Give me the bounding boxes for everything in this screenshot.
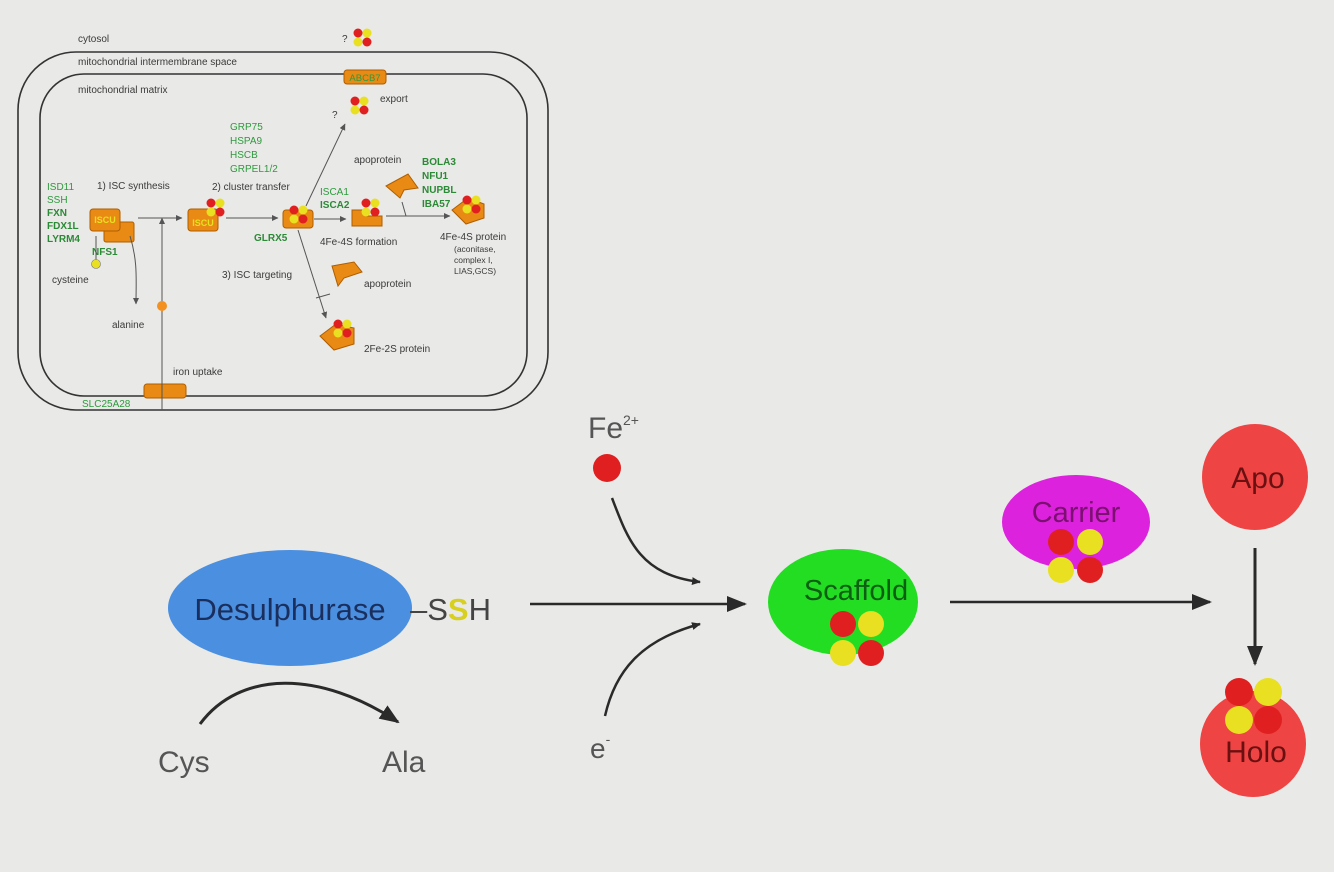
chaperone-hscb: HSCB <box>230 150 258 161</box>
electron-label: e- <box>590 731 611 764</box>
alanine-arrow <box>129 235 140 305</box>
question-mark-cytosol: ? <box>342 34 348 45</box>
iscu-block-1 <box>89 208 121 232</box>
carrier-cluster <box>1048 529 1103 583</box>
cysteine-label: cysteine <box>52 275 89 286</box>
matrix-label: mitochondrial matrix <box>78 85 167 96</box>
holo-cluster <box>1225 678 1282 734</box>
electron-charge: - <box>606 731 611 747</box>
scaffold-cluster <box>830 611 884 666</box>
factor-fdx1l: FDX1L <box>47 221 79 232</box>
desulphurase-ellipse <box>168 550 412 666</box>
slc25a28-label: SLC25A28 <box>82 399 131 410</box>
carrier-label: Carrier <box>1032 497 1121 529</box>
protein-4fe4s-label: 4Fe-4S protein <box>440 232 506 243</box>
factor-isd11: ISD11 <box>47 182 74 193</box>
scaffold-label: Scaffold <box>804 575 908 607</box>
ssh-hydrogen: H <box>469 592 491 627</box>
apoprotein-shape-2 <box>331 261 363 288</box>
synthesis-factors: ISD11 SSH FXN FDX1L LYRM4 <box>47 182 80 245</box>
iron-ion-dot <box>157 301 167 311</box>
export-label: export <box>380 94 408 105</box>
iscu-label-2: ISCU <box>192 218 214 228</box>
late-factor-iba57: IBA57 <box>422 199 451 210</box>
apoprotein-label-2: apoprotein <box>364 279 411 290</box>
protein-4fe4s-cluster <box>462 195 481 214</box>
isca-cluster <box>361 198 380 217</box>
persulfide-group: –SSH <box>410 592 491 627</box>
iron-ion <box>593 454 621 482</box>
iscu-cluster <box>206 198 225 217</box>
ssh-dash-s: –S <box>410 592 448 627</box>
inner-membrane <box>39 73 528 397</box>
outer-membrane <box>17 51 549 411</box>
isca2-label: ISCA2 <box>320 200 350 211</box>
desulphurase-label: Desulphurase <box>194 592 385 627</box>
apoprotein-join-1 <box>401 201 407 217</box>
apoprotein-join-2 <box>315 293 331 299</box>
apoprotein-label-1: apoprotein <box>354 155 401 166</box>
chaperone-hspa9: HSPA9 <box>230 136 262 147</box>
abcb7-transporter <box>343 69 387 85</box>
cytosol-label: cytosol <box>78 34 109 45</box>
iron-symbol: Fe <box>588 412 623 445</box>
simplified-scheme: Desulphurase –SSH Fe2+ e- Cys Ala Scaffo… <box>158 412 1308 797</box>
glrx5-label: GLRX5 <box>254 233 288 244</box>
cysteine-sulfur-dot <box>91 259 101 269</box>
apoprotein-shape-1 <box>385 173 419 199</box>
alanine-label: alanine <box>112 320 145 331</box>
nfs1-label: NFS1 <box>92 247 118 258</box>
apo-circle <box>1202 424 1308 530</box>
isca1-label: ISCA1 <box>320 187 349 198</box>
targeting-arrow <box>297 229 328 319</box>
factor-lyrm4: LYRM4 <box>47 234 80 245</box>
late-factor-bola3: BOLA3 <box>422 157 456 168</box>
chaperone-grp75: GRP75 <box>230 122 263 133</box>
ssh-sulfur: S <box>448 592 469 627</box>
electron-symbol: e <box>590 733 606 764</box>
protein-4fe4s-example-1: (aconitase, <box>454 244 496 254</box>
iscu-label-1: ISCU <box>94 215 116 225</box>
electron-to-scaffold-arrow <box>603 622 701 717</box>
step-targeting-label: 3) ISC targeting <box>222 270 292 281</box>
ala-label: Ala <box>382 746 426 779</box>
iron-uptake-label: iron uptake <box>173 367 223 378</box>
factor-ssh: SSH <box>47 195 68 206</box>
question-mark-matrix: ? <box>332 110 338 121</box>
protein-2fe2s-label: 2Fe-2S protein <box>364 344 430 355</box>
iron-label: Fe2+ <box>588 412 639 445</box>
iron-charge: 2+ <box>623 412 639 428</box>
protein-4fe4s-example-3: LIAS,GCS) <box>454 266 496 276</box>
glrx5-cluster <box>289 205 308 224</box>
cys-to-ala-arrow <box>198 681 400 725</box>
slc25a28-transporter <box>143 383 187 399</box>
export-path-arrow <box>305 123 346 207</box>
iron-to-scaffold-arrow <box>610 497 701 586</box>
holo-label: Holo <box>1225 736 1287 769</box>
chaperone-grpel: GRPEL1/2 <box>230 164 278 175</box>
step-formation-label: 4Fe-4S formation <box>320 237 397 248</box>
exported-cluster <box>350 96 369 115</box>
cytosol-cluster <box>353 28 372 47</box>
protein-2fe2s-cluster <box>333 319 352 338</box>
carrier-ellipse <box>1002 475 1150 569</box>
apo-label: Apo <box>1231 462 1284 495</box>
cys-label: Cys <box>158 746 210 779</box>
step-synthesis-label: 1) ISC synthesis <box>97 181 170 192</box>
abcb7-label: ABCB7 <box>349 73 380 84</box>
mitochondrion-pathway: cytosol mitochondrial intermembrane spac… <box>17 28 549 411</box>
late-factor-nupbl: NUPBL <box>422 185 456 196</box>
late-factor-nfu1: NFU1 <box>422 171 449 182</box>
factor-fxn: FXN <box>47 208 67 219</box>
step-transfer-label: 2) cluster transfer <box>212 182 290 193</box>
protein-4fe4s-example-2: complex I, <box>454 255 493 265</box>
intermembrane-space-label: mitochondrial intermembrane space <box>78 57 237 68</box>
